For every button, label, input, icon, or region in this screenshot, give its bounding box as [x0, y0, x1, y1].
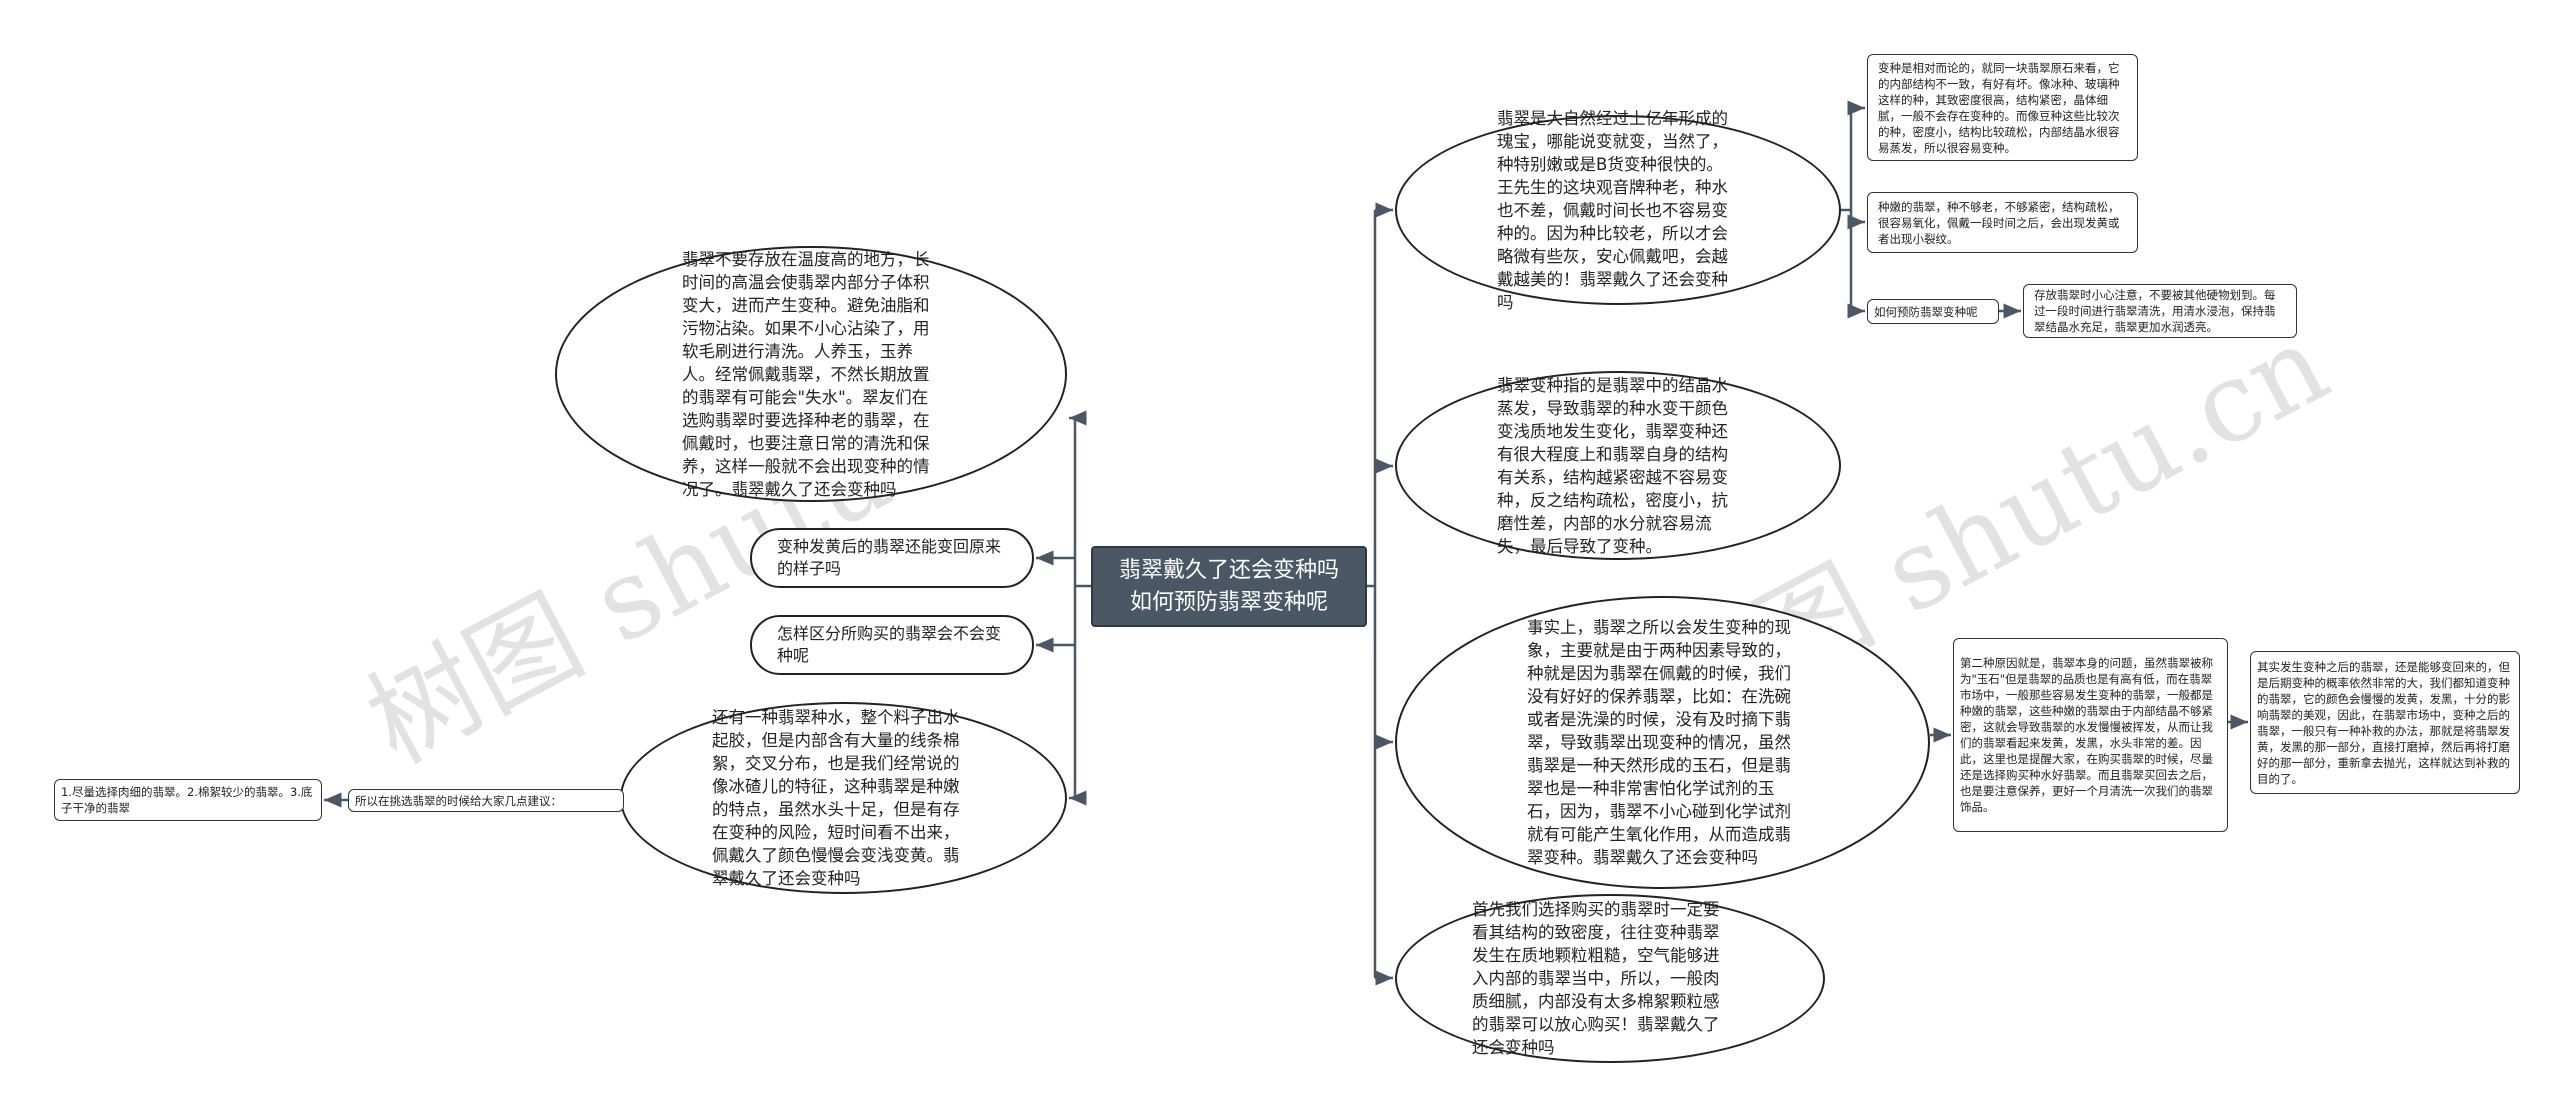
subtopic-advice-list[interactable]: 1.尽量选择肉细的翡翠。2.棉絮较少的翡翠。3.底子干净的翡翠 — [54, 779, 322, 821]
subtopic-selection-advice[interactable]: 所以在挑选翡翠的时候给大家几点建议： — [348, 789, 624, 812]
subtopic-text: 种嫩的翡翠，种不够老，不够紧密，结构疏松，很容易氧化，佩戴一段时间之后，会出现发… — [1878, 199, 2120, 246]
topic-text: 还有一种翡翠种水，整个料子出水起胶，但是内部含有大量的线条棉絮，交叉分布，也是我… — [712, 708, 960, 888]
subtopic-second-reason[interactable]: 第二种原因就是，翡翠本身的问题，虽然翡翠被称为"玉石"但是翡翠的品质也是有高有低… — [1953, 638, 2228, 832]
topic-text: 首先我们选择购买的翡翠时一定要看其结构的致密度，往往变种翡翠发生在质地颗粒粗糙，… — [1472, 900, 1720, 1057]
subtopic-text: 其实发生变种之后的翡翠，还是能够变回来的，但是后期变种的概率依然非常的大，我们都… — [2257, 659, 2510, 786]
left-topic-3[interactable]: 怎样区分所购买的翡翠会不会变种呢 — [750, 615, 1034, 675]
subtopic-remedy[interactable]: 其实发生变种之后的翡翠，还是能够变回来的，但是后期变种的概率依然非常的大，我们都… — [2250, 651, 2520, 794]
topic-text: 怎样区分所购买的翡翠会不会变种呢 — [777, 624, 1002, 665]
subtopic-text: 变种是相对而论的，就同一块翡翠原石来看，它的内部结构不一致，有好有坏。像冰种、玻… — [1878, 60, 2120, 155]
left-topic-1[interactable]: 翡翠不要存放在温度高的地方，长时间的高温会使翡翠内部分子体积变大，进而产生变种。… — [555, 246, 1067, 502]
left-topic-4[interactable]: 还有一种翡翠种水，整个料子出水起胶，但是内部含有大量的线条棉絮，交叉分布，也是我… — [620, 702, 1067, 894]
topic-text: 翡翠不要存放在温度高的地方，长时间的高温会使翡翠内部分子体积变大，进而产生变种。… — [682, 249, 930, 499]
subtopic-text: 存放翡翠时小心注意，不要被其他硬物划到。每过一段时间进行翡翠清洗，用清水浸泡，保… — [2034, 288, 2276, 334]
central-topic-line1: 翡翠戴久了还会变种吗 — [1118, 557, 1339, 583]
central-topic-text: 翡翠戴久了还会变种吗 如何预防翡翠变种呢 — [1119, 555, 1339, 619]
subtopic-tender-jade[interactable]: 种嫩的翡翠，种不够老，不够紧密，结构疏松，很容易氧化，佩戴一段时间之后，会出现发… — [1867, 192, 2138, 253]
subtopic-text: 第二种原因就是，翡翠本身的问题，虽然翡翠被称为"玉石"但是翡翠的品质也是有高有低… — [1960, 656, 2213, 814]
right-topic-4[interactable]: 首先我们选择购买的翡翠时一定要看其结构的致密度，往往变种翡翠发生在质地颗粒粗糙，… — [1395, 894, 1825, 1063]
central-topic[interactable]: 翡翠戴久了还会变种吗 如何预防翡翠变种呢 — [1091, 546, 1367, 627]
central-topic-line2: 如何预防翡翠变种呢 — [1129, 589, 1328, 615]
left-topic-2[interactable]: 变种发黄后的翡翠还能变回原来的样子吗 — [750, 528, 1034, 588]
topic-text: 事实上，翡翠之所以会发生变种的现象，主要就是由于两种因素导致的，种就是因为翡翠在… — [1527, 618, 1791, 867]
topic-text: 翡翠是大自然经过上亿年形成的瑰宝，哪能说变就变，当然了，种特别嫩或是B货变种很快… — [1497, 108, 1728, 312]
right-topic-3[interactable]: 事实上，翡翠之所以会发生变种的现象，主要就是由于两种因素导致的，种就是因为翡翠在… — [1395, 596, 1930, 889]
right-topic-1[interactable]: 翡翠是大自然经过上亿年形成的瑰宝，哪能说变就变，当然了，种特别嫩或是B货变种很快… — [1395, 109, 1841, 312]
subtopic-text: 如何预防翡翠变种呢 — [1874, 304, 1978, 319]
subtopic-text: 1.尽量选择肉细的翡翠。2.棉絮较少的翡翠。3.底子干净的翡翠 — [61, 785, 313, 815]
subtopic-storage-tips[interactable]: 存放翡翠时小心注意，不要被其他硬物划到。每过一段时间进行翡翠清洗，用清水浸泡，保… — [2023, 284, 2297, 338]
right-topic-2[interactable]: 翡翠变种指的是翡翠中的结晶水蒸发，导致翡翠的种水变干颜色变浅质地发生变化，翡翠变… — [1395, 371, 1841, 560]
subtopic-variety-relative[interactable]: 变种是相对而论的，就同一块翡翠原石来看，它的内部结构不一致，有好有坏。像冰种、玻… — [1867, 54, 2138, 161]
subtopic-prevention[interactable]: 如何预防翡翠变种呢 — [1867, 299, 1999, 324]
topic-text: 变种发黄后的翡翠还能变回原来的样子吗 — [777, 537, 1002, 578]
topic-text: 翡翠变种指的是翡翠中的结晶水蒸发，导致翡翠的种水变干颜色变浅质地发生变化，翡翠变… — [1497, 375, 1728, 556]
subtopic-text: 所以在挑选翡翠的时候给大家几点建议： — [355, 793, 562, 808]
